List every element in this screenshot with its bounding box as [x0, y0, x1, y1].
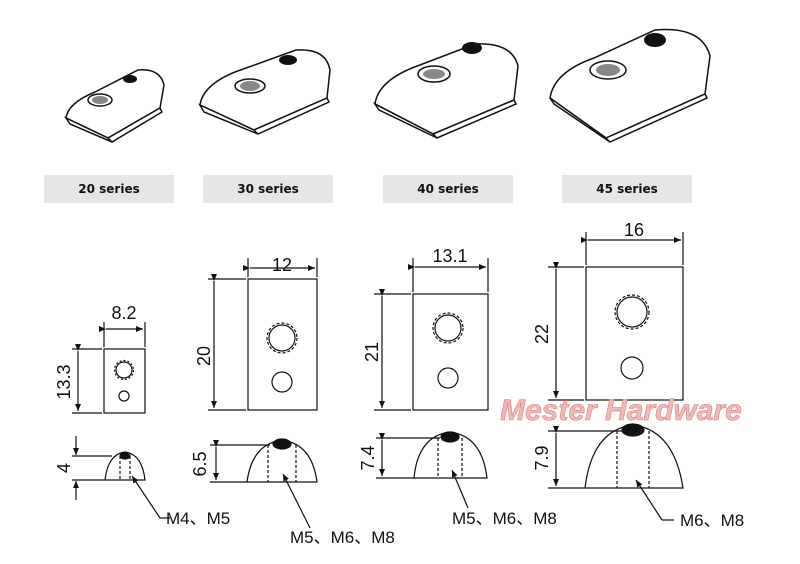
height-dim-45: 22 — [532, 324, 552, 344]
drawing-30 — [208, 258, 318, 529]
drawing-45 — [548, 232, 684, 521]
width-dim-40: 13.1 — [432, 246, 467, 266]
series-label-40: 40 series — [383, 175, 513, 203]
nut-illustration-40 — [372, 42, 519, 139]
series-label-20: 20 series — [44, 175, 174, 203]
profile-dim-30: 6.5 — [190, 451, 210, 476]
profile-dim-40: 7.4 — [358, 445, 378, 470]
nut-illustration-30 — [198, 49, 331, 135]
nut-illustration-20 — [63, 69, 165, 143]
series-label-30: 30 series — [203, 175, 333, 203]
drawing-40 — [374, 258, 489, 509]
profile-dim-45: 7.9 — [532, 445, 552, 470]
nut-illustration-45 — [549, 28, 711, 143]
width-dim-20: 8.2 — [111, 303, 136, 323]
height-dim-40: 21 — [362, 342, 382, 362]
watermark-text: Mester Hardware — [500, 394, 742, 427]
height-dim-20: 13.3 — [54, 364, 74, 399]
thread-label-20: M4、M5 — [166, 509, 230, 528]
profile-dim-20: 4 — [54, 463, 74, 473]
width-dim-30: 12 — [272, 255, 292, 275]
drawing-20 — [72, 322, 170, 519]
thread-label-45: M6、M8 — [680, 511, 744, 530]
thread-label-30: M5、M6、M8 — [290, 528, 395, 547]
series-label-45: 45 series — [562, 175, 692, 203]
width-dim-45: 16 — [624, 220, 644, 240]
thread-label-40: M5、M6、M8 — [452, 509, 557, 528]
height-dim-30: 20 — [194, 346, 214, 366]
